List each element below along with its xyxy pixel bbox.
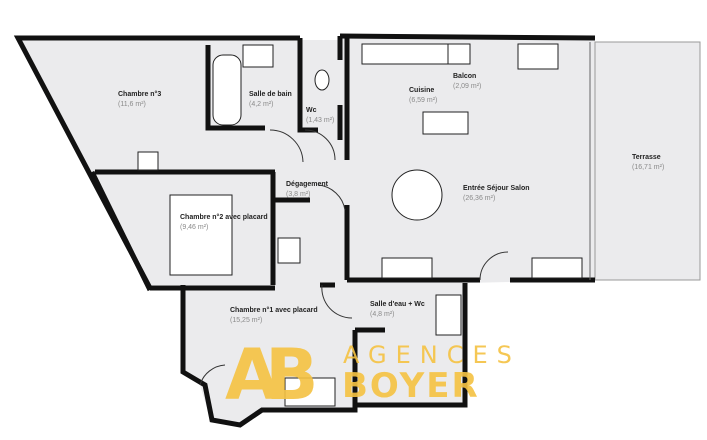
terrace-area <box>594 41 701 281</box>
room-cuisine: Cuisine (6,59 m²) <box>409 86 437 106</box>
room-chambre-2: Chambre n°2 avec placard (9,46 m²) <box>180 213 268 233</box>
room-name: Cuisine <box>409 87 435 94</box>
bath-cabinet <box>242 44 274 68</box>
watermark-logo: AB <box>225 334 318 416</box>
stairs <box>277 237 301 264</box>
room-area: (4,8 m²) <box>370 311 395 318</box>
desk-ch1 <box>284 377 336 407</box>
room-name: Chambre n°2 avec placard <box>180 214 268 221</box>
bed <box>169 194 233 276</box>
room-area: (2,09 m²) <box>453 83 482 90</box>
shower <box>435 294 462 336</box>
room-area: (6,59 m²) <box>409 97 438 104</box>
room-name: Dégagement <box>286 181 329 188</box>
fixtures <box>137 43 583 407</box>
room-chambre-1: Chambre n°1 avec placard (15,25 m²) <box>230 306 318 326</box>
room-salle-d-eau: Salle d'eau + Wc (4,8 m²) <box>370 300 425 320</box>
room-area: (3,8 m²) <box>286 191 311 198</box>
room-area: (4,2 m²) <box>249 101 274 108</box>
desk-ch3 <box>137 151 159 171</box>
bathtub <box>212 54 242 126</box>
room-salle-de-bain: Salle de bain (4,2 m²) <box>249 90 292 110</box>
room-chambre-3: Chambre n°3 (11,6 m²) <box>118 90 161 110</box>
door-swings <box>199 129 509 386</box>
room-name: Terrasse <box>632 154 661 161</box>
room-sejour: Entrée Séjour Salon (26,36 m²) <box>463 184 530 204</box>
desk-terrace <box>517 43 559 70</box>
room-name: Salle de bain <box>249 91 292 98</box>
kitchen-block <box>422 111 469 135</box>
walls <box>13 33 596 428</box>
room-name: Salle d'eau + Wc <box>370 301 425 308</box>
fridge <box>447 43 471 65</box>
sideboard <box>531 257 583 279</box>
room-area: (9,46 m²) <box>180 224 209 231</box>
room-terrasse: Terrasse (16,71 m²) <box>632 153 664 173</box>
room-area: (15,25 m²) <box>230 317 263 324</box>
room-area: (1,43 m²) <box>306 117 335 124</box>
tv-unit <box>381 257 433 279</box>
room-name: Chambre n°3 <box>118 91 162 98</box>
watermark-line2: BOYER <box>342 366 480 406</box>
watermark-line1: AGENCES <box>343 341 521 369</box>
room-area: (11,6 m²) <box>118 101 146 108</box>
room-name: Chambre n°1 avec placard <box>230 307 318 314</box>
dining-table <box>391 169 443 221</box>
room-area: (16,71 m²) <box>632 164 665 171</box>
kitchen-counter <box>361 43 463 65</box>
toilet <box>314 69 330 91</box>
room-name: Balcon <box>453 73 477 80</box>
room-balcon: Balcon (2,09 m²) <box>453 72 481 92</box>
room-area: (26,36 m²) <box>463 195 496 202</box>
room-wc: Wc (1,43 m²) <box>306 106 334 126</box>
room-name: Wc <box>306 107 317 114</box>
room-name: Entrée Séjour Salon <box>463 185 530 192</box>
room-degagement: Dégagement (3,8 m²) <box>286 180 328 200</box>
